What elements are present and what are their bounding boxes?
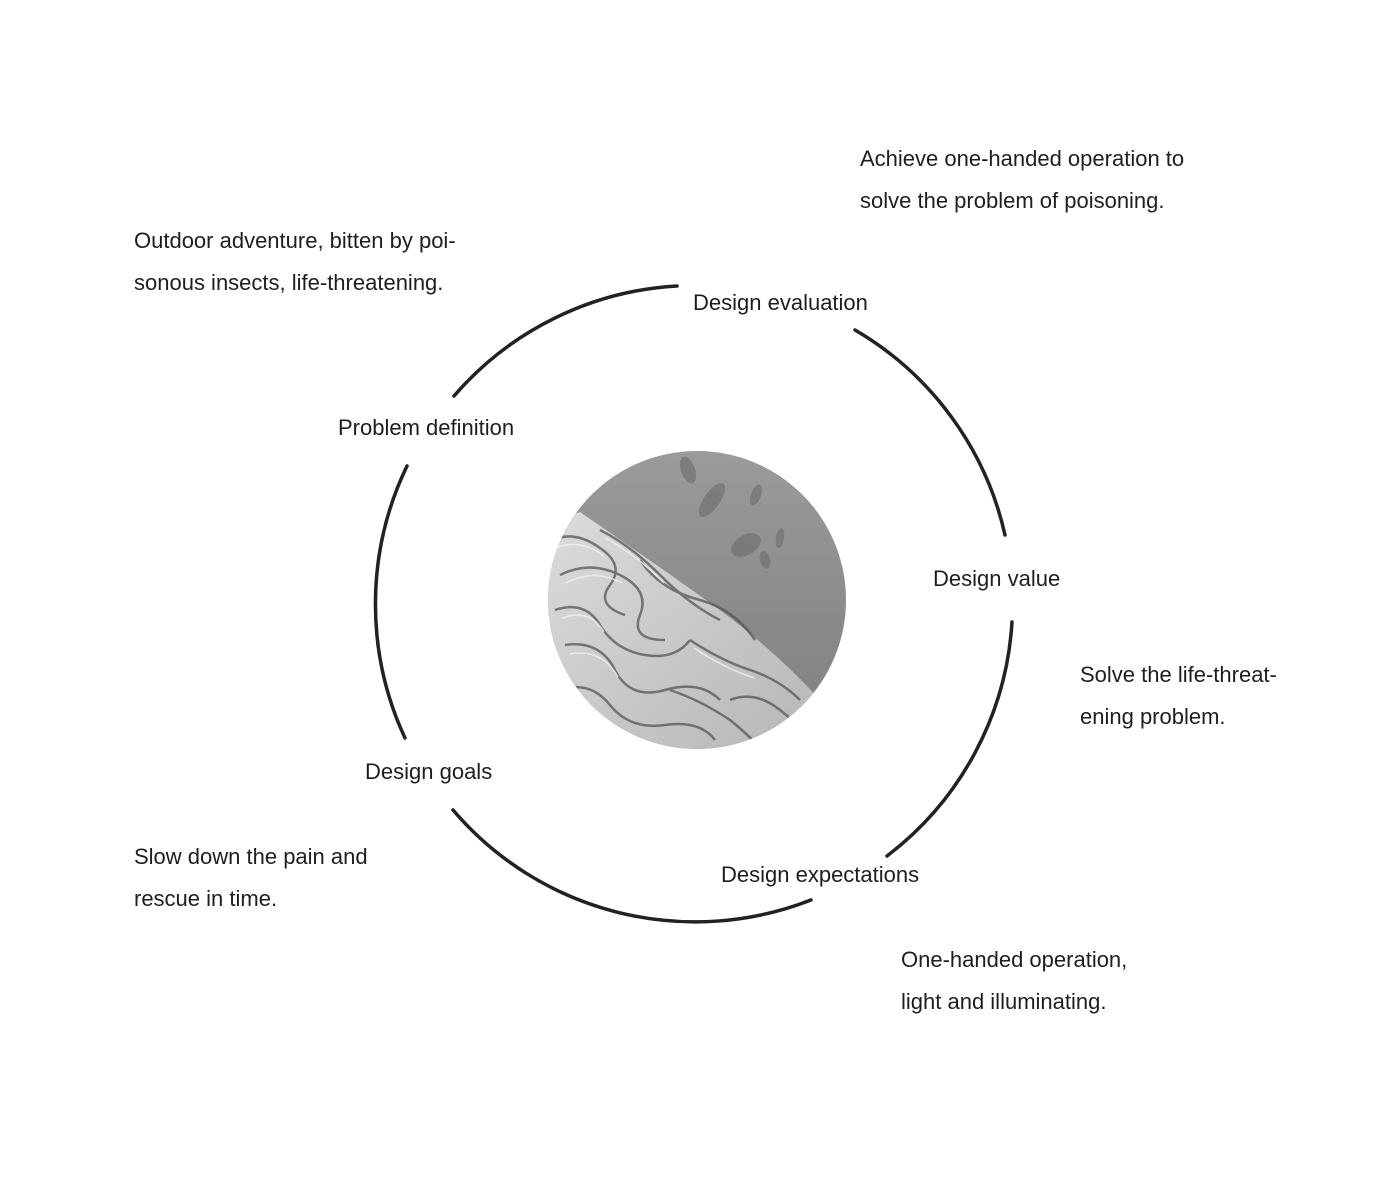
- description-line: solve the problem of poisoning.: [860, 180, 1184, 222]
- stage-label-design-goals: Design goals: [365, 759, 492, 785]
- description-design-value: Solve the life-threat- ening problem.: [1080, 654, 1277, 738]
- description-line: Solve the life-threat-: [1080, 654, 1277, 696]
- description-line: Slow down the pain and: [134, 836, 368, 878]
- stage-label-design-value: Design value: [933, 566, 1060, 592]
- stage-label-design-evaluation: Design evaluation: [693, 290, 868, 316]
- arc-value-to-expectations: [887, 622, 1012, 856]
- center-photo: [540, 445, 860, 765]
- stage-label-problem-definition: Problem definition: [338, 415, 514, 441]
- description-line: One-handed operation,: [901, 939, 1127, 981]
- description-design-goals: Slow down the pain and rescue in time.: [134, 836, 368, 920]
- description-line: Achieve one-handed operation to: [860, 138, 1184, 180]
- arc-goals-to-problem: [375, 466, 407, 738]
- description-design-expectations: One-handed operation, light and illumina…: [901, 939, 1127, 1023]
- arc-problem-to-evaluation: [454, 286, 677, 396]
- description-line: Outdoor adventure, bitten by poi-: [134, 220, 456, 262]
- description-line: light and illuminating.: [901, 981, 1127, 1023]
- arc-evaluation-to-value: [855, 330, 1005, 535]
- description-line: rescue in time.: [134, 878, 368, 920]
- stage-label-design-expectations: Design expectations: [721, 862, 919, 888]
- description-line: sonous insects, life-threatening.: [134, 262, 456, 304]
- description-design-evaluation: Achieve one-handed operation to solve th…: [860, 138, 1184, 222]
- description-problem-definition: Outdoor adventure, bitten by poi- sonous…: [134, 220, 456, 304]
- description-line: ening problem.: [1080, 696, 1277, 738]
